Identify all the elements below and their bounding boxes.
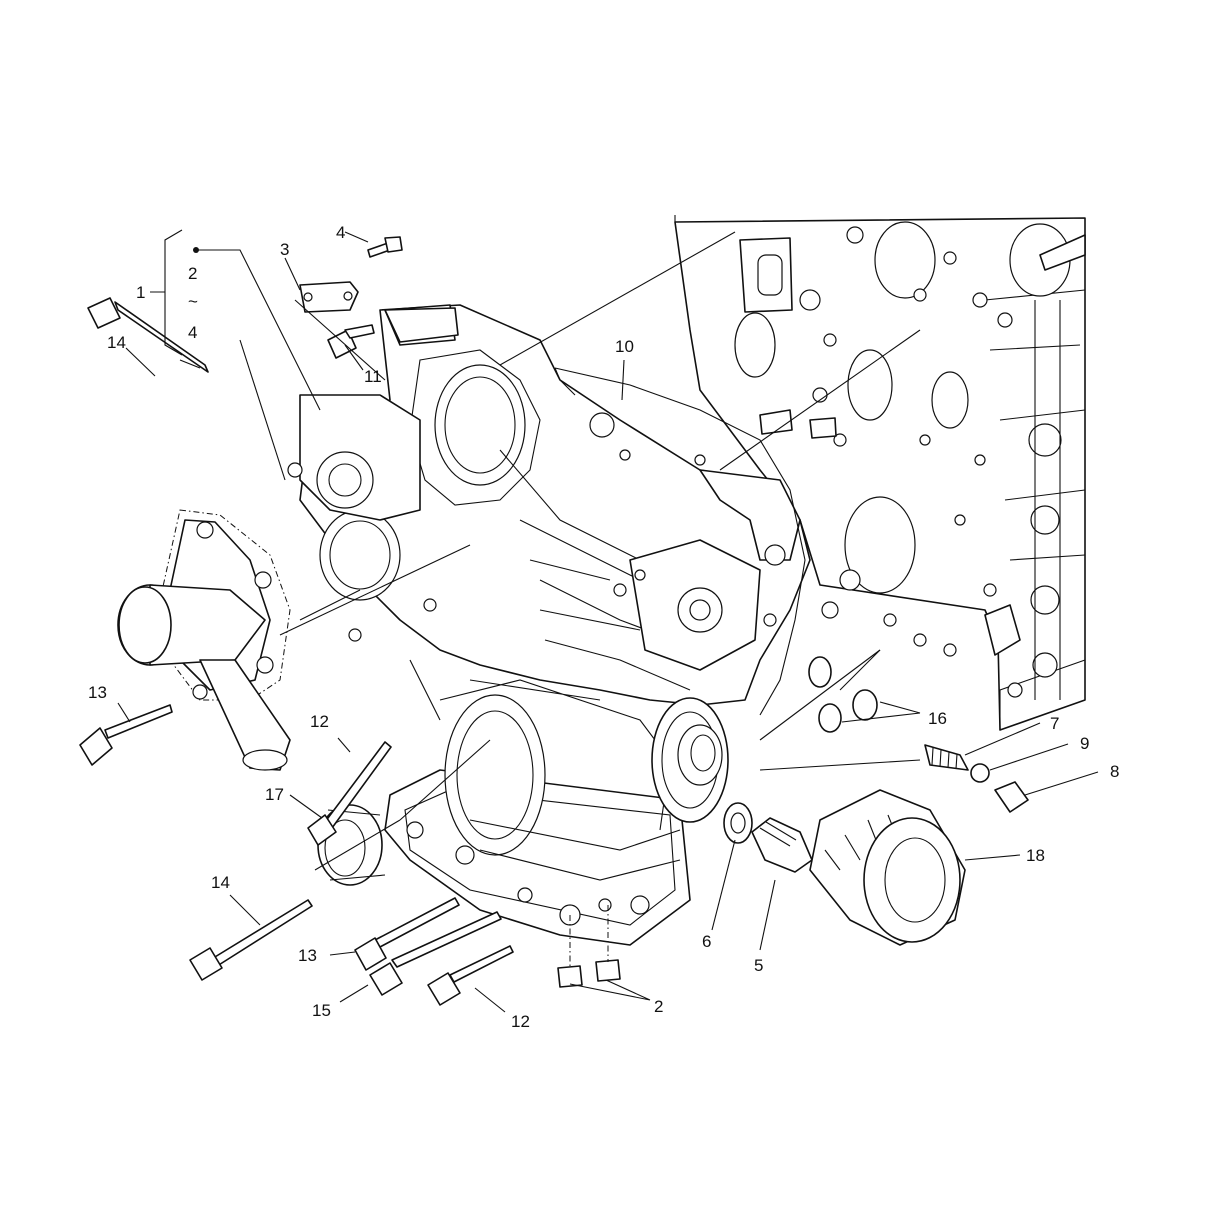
bolt-13-left [79,704,173,766]
callout-4-group: 4 [188,323,197,342]
callout-16: 16 [928,709,947,728]
o-rings [808,656,878,733]
callout-6: 6 [702,932,711,951]
callout-10: 10 [615,337,634,356]
thermostat-housing [299,281,459,343]
callout-8: 8 [1110,762,1119,781]
callout-7: 7 [1050,714,1059,733]
callout-2-group: 2 [188,264,197,283]
callout-13-left: 13 [88,683,107,702]
relief-valve-ball [970,763,990,783]
bolt-15 [369,911,502,996]
oil-filter [809,789,966,946]
callout-17: 17 [265,785,284,804]
relief-valve-plug [994,781,1029,813]
gasket [554,367,806,716]
callout-2-bottom: 2 [654,997,663,1016]
callout-tilde: ~ [188,292,198,311]
callout-1: 1 [136,283,145,302]
water-pump [117,509,291,771]
oil-filter-head [651,697,729,823]
oil-pan [384,679,691,946]
callout-5: 5 [754,956,763,975]
bolt-14-top [87,297,209,373]
sealing-washer [723,802,753,844]
bolt-12-bottom [427,945,514,1006]
callout-11: 11 [364,367,382,386]
callout-3: 3 [280,240,289,259]
callout-13-bottom: 13 [298,946,317,965]
callout-14-bottom: 14 [211,873,230,892]
relief-valve-spring [924,744,969,771]
callout-4-top: 4 [336,223,345,242]
bolt-4-top [367,236,403,258]
bolt-14-bottom [189,899,313,981]
bolt-12-mid [307,741,392,846]
gear-cover [287,304,811,721]
callout-12-mid: 12 [310,712,329,731]
callout-15: 15 [312,1001,331,1020]
bolt-13-bottom [354,897,460,971]
callout-9: 9 [1080,734,1089,753]
callout-14-top: 14 [107,333,126,352]
engine-block [674,215,1086,731]
callout-labels: 1 2 ~ 4 4 3 14 11 10 13 12 17 14 13 15 1… [88,223,1119,1031]
threaded-nipple [751,817,813,873]
callout-18: 18 [1026,846,1045,865]
leader-lines [117,229,1099,1013]
drain-plugs [557,959,621,988]
callout-12-bottom: 12 [511,1012,530,1031]
